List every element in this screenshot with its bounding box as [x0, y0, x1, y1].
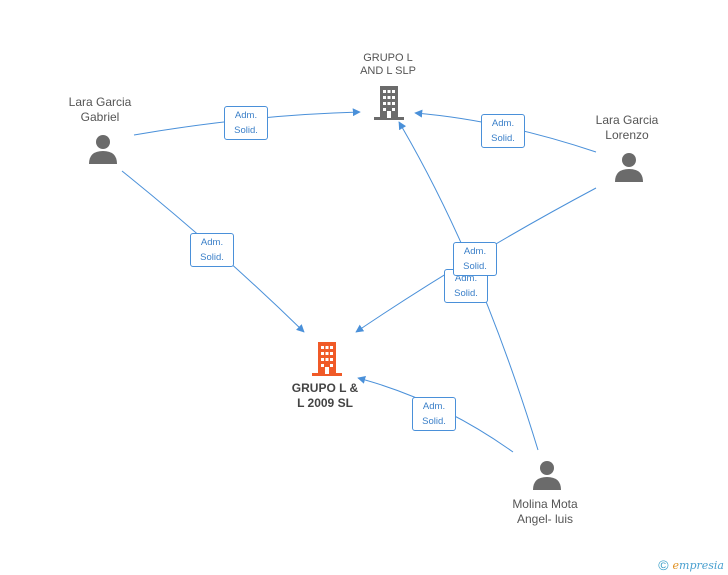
edge-label-line: Solid.	[454, 288, 478, 299]
edge-label-molina-2009: Adm. Solid.	[412, 397, 456, 431]
edge-label-line: Adm.	[422, 401, 446, 412]
node-label-line: AND L SLP	[360, 65, 416, 77]
edge-label-gabriel-slp: Adm. Solid.	[224, 106, 268, 140]
brand-name-rest: mpresia	[679, 558, 724, 572]
brand-name-accent: e	[672, 558, 680, 572]
node-label-line: GRUPO L &	[291, 381, 359, 395]
node-label-line: GRUPO L	[363, 52, 413, 64]
edge-label-gabriel-2009: Adm. Solid.	[190, 233, 234, 267]
edge-label-line: Adm.	[200, 237, 224, 248]
node-label-molina[interactable]: Molina Mota Angel- luis	[512, 497, 577, 527]
node-label-line: Lorenzo	[605, 128, 649, 142]
node-label-line: Gabriel	[80, 110, 120, 124]
edge-label-line: Adm.	[454, 273, 478, 284]
building-icon-grupo-2009	[312, 342, 342, 376]
edge-label-line: Solid.	[463, 261, 487, 272]
person-icon-lara-lorenzo	[615, 153, 643, 182]
copyright-icon: ©	[658, 557, 669, 573]
edge-label-line: Solid.	[422, 416, 446, 427]
node-label-grupo-slp[interactable]: GRUPO L AND L SLP	[360, 52, 416, 78]
edge-label-line: Solid.	[491, 133, 515, 144]
node-label-line: Angel- luis	[516, 512, 574, 526]
edge-label-lorenzo-slp: Adm. Solid.	[481, 114, 525, 148]
edge-label-line: Adm.	[491, 118, 515, 129]
edge-label-lorenzo-2009: Adm. Solid.	[453, 242, 497, 276]
edge-label-line: Adm.	[463, 246, 487, 257]
brand-watermark: © empresia	[658, 557, 724, 573]
node-label-lara-lorenzo[interactable]: Lara Garcia Lorenzo	[596, 113, 659, 143]
person-icon-lara-gabriel	[89, 135, 117, 164]
edge-label-line: Adm.	[234, 110, 258, 121]
edge-label-line: Solid.	[200, 252, 224, 263]
node-label-lara-gabriel[interactable]: Lara Garcia Gabriel	[69, 95, 132, 125]
building-icon-grupo-slp	[374, 86, 404, 120]
node-label-grupo-2009[interactable]: GRUPO L & L 2009 SL	[292, 381, 358, 411]
edge-label-line: Solid.	[234, 125, 258, 136]
node-label-line: L 2009 SL	[297, 396, 353, 410]
node-label-line: Lara Garcia	[68, 95, 132, 109]
person-icon-molina	[533, 461, 561, 490]
brand-name: empresia	[673, 559, 724, 572]
node-label-line: Molina Mota	[512, 497, 578, 511]
node-label-line: Lara Garcia	[595, 113, 659, 127]
